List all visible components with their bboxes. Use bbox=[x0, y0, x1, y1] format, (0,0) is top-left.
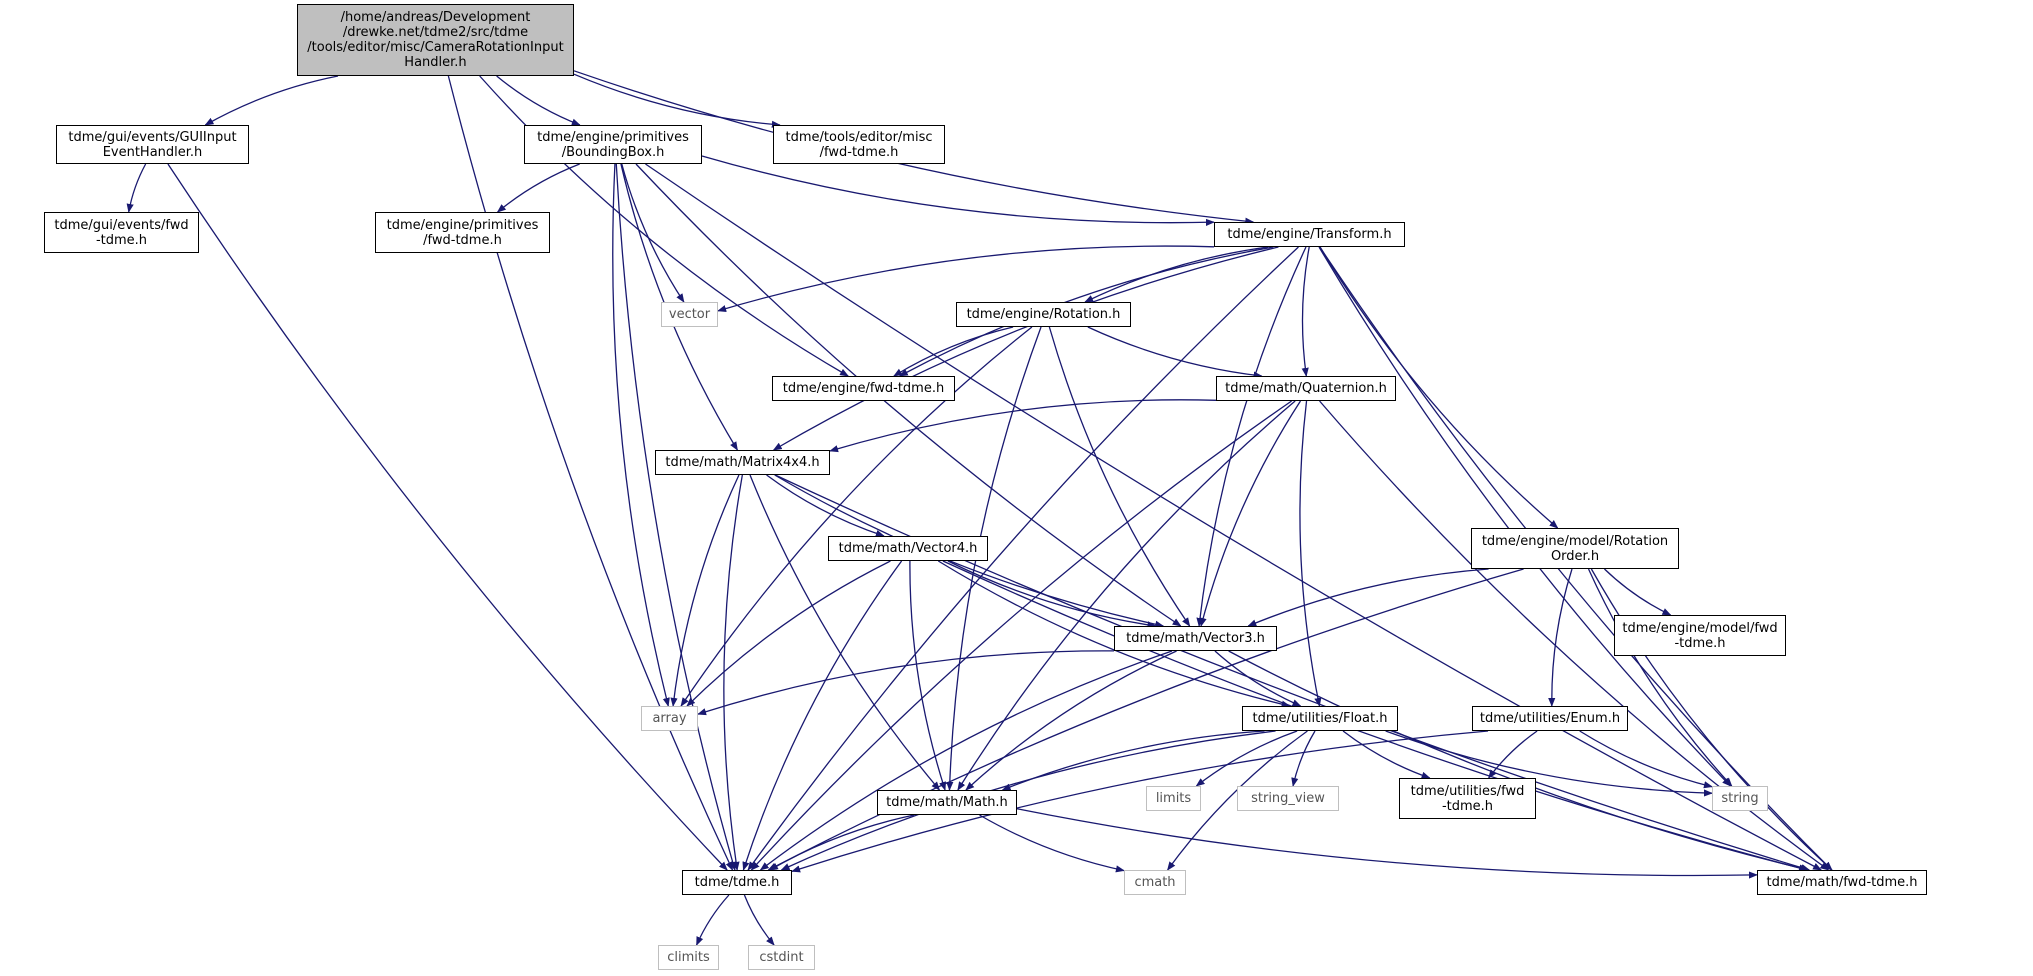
edge-mathh-to-mathfwd bbox=[1016, 808, 1758, 879]
edge-transform-to-enginefwd bbox=[898, 246, 1274, 377]
edge-transform-to-quaternion bbox=[1301, 246, 1310, 377]
edge-float-to-tdme bbox=[780, 730, 1276, 871]
edge-enum-to-utilfwd bbox=[1488, 730, 1538, 779]
node-cmath: cmath bbox=[1124, 870, 1186, 895]
node-primfwd[interactable]: tdme/engine/primitives /fwd-tdme.h bbox=[375, 212, 550, 253]
node-enum[interactable]: tdme/utilities/Enum.h bbox=[1472, 706, 1628, 731]
edge-matrix-to-vector4 bbox=[766, 474, 885, 537]
edge-transform-to-rotation bbox=[1084, 246, 1269, 303]
node-tdme[interactable]: tdme/tdme.h bbox=[682, 870, 792, 895]
edge-rotorder-to-enum bbox=[1548, 568, 1573, 707]
node-string: string bbox=[1712, 786, 1768, 811]
node-array: array bbox=[641, 706, 698, 731]
node-climits: climits bbox=[658, 945, 719, 970]
edge-rotorder-to-string bbox=[1587, 568, 1733, 787]
edge-bbox-to-array bbox=[612, 163, 670, 707]
edge-vector3-to-mathh bbox=[965, 650, 1177, 791]
node-modelfwd[interactable]: tdme/engine/model/fwd -tdme.h bbox=[1614, 615, 1786, 656]
node-guiinput[interactable]: tdme/gui/events/GUIInput EventHandler.h bbox=[56, 125, 249, 164]
edge-quaternion-to-matrix bbox=[829, 399, 1217, 453]
edge-root-to-editorfwd bbox=[573, 73, 781, 128]
edge-vector4-to-mathh bbox=[909, 560, 947, 791]
node-editorfwd[interactable]: tdme/tools/editor/misc /fwd-tdme.h bbox=[773, 125, 945, 164]
edge-float-to-utilfwd bbox=[1342, 730, 1431, 779]
edge-float-to-string_view bbox=[1291, 730, 1316, 787]
edge-guiinput-to-tdme bbox=[167, 163, 728, 871]
edge-tdme-to-climits bbox=[695, 894, 730, 946]
edge-transform-to-vector bbox=[717, 245, 1215, 312]
edge-vector3-to-tdme bbox=[759, 650, 1173, 871]
edge-rotation-to-quaternion bbox=[1087, 326, 1263, 379]
node-float[interactable]: tdme/utilities/Float.h bbox=[1242, 706, 1398, 731]
edge-bbox-to-tdme bbox=[615, 163, 737, 871]
edge-mathh-to-tdme bbox=[769, 814, 915, 871]
edge-rotation-to-array bbox=[680, 326, 1033, 707]
edge-matrix-to-mathh bbox=[749, 474, 941, 791]
node-cstdint: cstdint bbox=[748, 945, 815, 970]
edge-vector4-to-mathfwd bbox=[942, 560, 1808, 872]
node-enginefwd[interactable]: tdme/engine/fwd-tdme.h bbox=[772, 376, 955, 401]
node-mathh[interactable]: tdme/math/Math.h bbox=[877, 790, 1017, 815]
edge-rotation-to-vector3 bbox=[1048, 326, 1191, 627]
node-limits: limits bbox=[1146, 786, 1201, 811]
edge-bbox-to-mathfwd bbox=[645, 163, 1822, 871]
node-rotation[interactable]: tdme/engine/Rotation.h bbox=[956, 302, 1131, 327]
edge-enum-to-string bbox=[1579, 730, 1713, 789]
edge-quaternion-to-float bbox=[1299, 400, 1322, 707]
edge-vector3-to-float bbox=[1214, 650, 1302, 707]
node-string-view: string_view bbox=[1237, 786, 1339, 811]
edge-float-to-cmath bbox=[1167, 730, 1308, 871]
edge-rotation-to-enginefwd bbox=[893, 326, 1014, 377]
edge-vector4-to-float bbox=[937, 560, 1291, 708]
edge-mathh-to-cmath bbox=[979, 814, 1125, 873]
edge-rotorder-to-modelfwd bbox=[1603, 568, 1672, 616]
node-root[interactable]: /home/andreas/Development /drewke.net/td… bbox=[297, 4, 574, 76]
node-transform[interactable]: tdme/engine/Transform.h bbox=[1214, 222, 1405, 247]
edge-root-to-bbox bbox=[496, 75, 581, 126]
node-guifwd[interactable]: tdme/gui/events/fwd -tdme.h bbox=[44, 212, 199, 253]
edge-bbox-to-transform bbox=[701, 155, 1215, 226]
edge-enum-to-tdme bbox=[791, 730, 1489, 873]
node-bbox[interactable]: tdme/engine/primitives /BoundingBox.h bbox=[524, 125, 702, 164]
node-mathfwd[interactable]: tdme/math/fwd-tdme.h bbox=[1757, 870, 1927, 895]
node-quaternion[interactable]: tdme/math/Quaternion.h bbox=[1216, 376, 1396, 401]
edge-transform-to-matrix bbox=[772, 246, 1279, 451]
edge-tdme-to-cstdint bbox=[743, 894, 775, 946]
edge-vector4-to-vector3 bbox=[947, 560, 1157, 629]
edge-rotorder-to-tdme bbox=[767, 568, 1524, 871]
edge-bbox-to-primfwd bbox=[496, 163, 580, 213]
edge-root-to-guiinput bbox=[204, 75, 339, 126]
edge-rotorder-to-vector3 bbox=[1247, 568, 1489, 627]
edge-transform-to-rotorder bbox=[1319, 246, 1559, 529]
edge-matrix-to-vector3 bbox=[774, 474, 1165, 628]
edge-matrix-to-array bbox=[670, 474, 740, 707]
edge-transform-to-vector3 bbox=[1196, 246, 1307, 627]
node-vector3[interactable]: tdme/math/Vector3.h bbox=[1114, 626, 1277, 651]
edge-vector3-to-array bbox=[697, 650, 1115, 716]
edge-quaternion-to-vector3 bbox=[1199, 400, 1302, 627]
edge-bbox-to-vector bbox=[621, 163, 685, 303]
node-rotorder[interactable]: tdme/engine/model/Rotation Order.h bbox=[1471, 528, 1679, 569]
edge-quaternion-to-tdme bbox=[750, 400, 1292, 871]
node-utilfwd[interactable]: tdme/utilities/fwd -tdme.h bbox=[1399, 778, 1536, 819]
edge-rotorder-to-mathfwd bbox=[1590, 568, 1833, 871]
edge-vector4-to-tdme bbox=[742, 560, 903, 871]
edge-vector4-to-array bbox=[686, 560, 891, 707]
edge-guiinput-to-guifwd bbox=[126, 163, 147, 213]
edge-root-to-tdme bbox=[447, 75, 734, 871]
edge-bbox-to-vector3 bbox=[635, 163, 1182, 627]
edge-root-to-transform bbox=[573, 70, 1255, 225]
node-matrix[interactable]: tdme/math/Matrix4x4.h bbox=[655, 450, 830, 475]
edge-float-to-limits bbox=[1195, 730, 1298, 787]
node-vector4[interactable]: tdme/math/Vector4.h bbox=[828, 536, 988, 561]
edge-transform-to-tdme bbox=[747, 246, 1299, 871]
edge-root-to-enginefwd bbox=[479, 75, 849, 377]
edge-quaternion-to-mathh bbox=[957, 400, 1296, 791]
node-vector: vector bbox=[661, 302, 718, 327]
edge-float-to-string bbox=[1385, 730, 1713, 797]
